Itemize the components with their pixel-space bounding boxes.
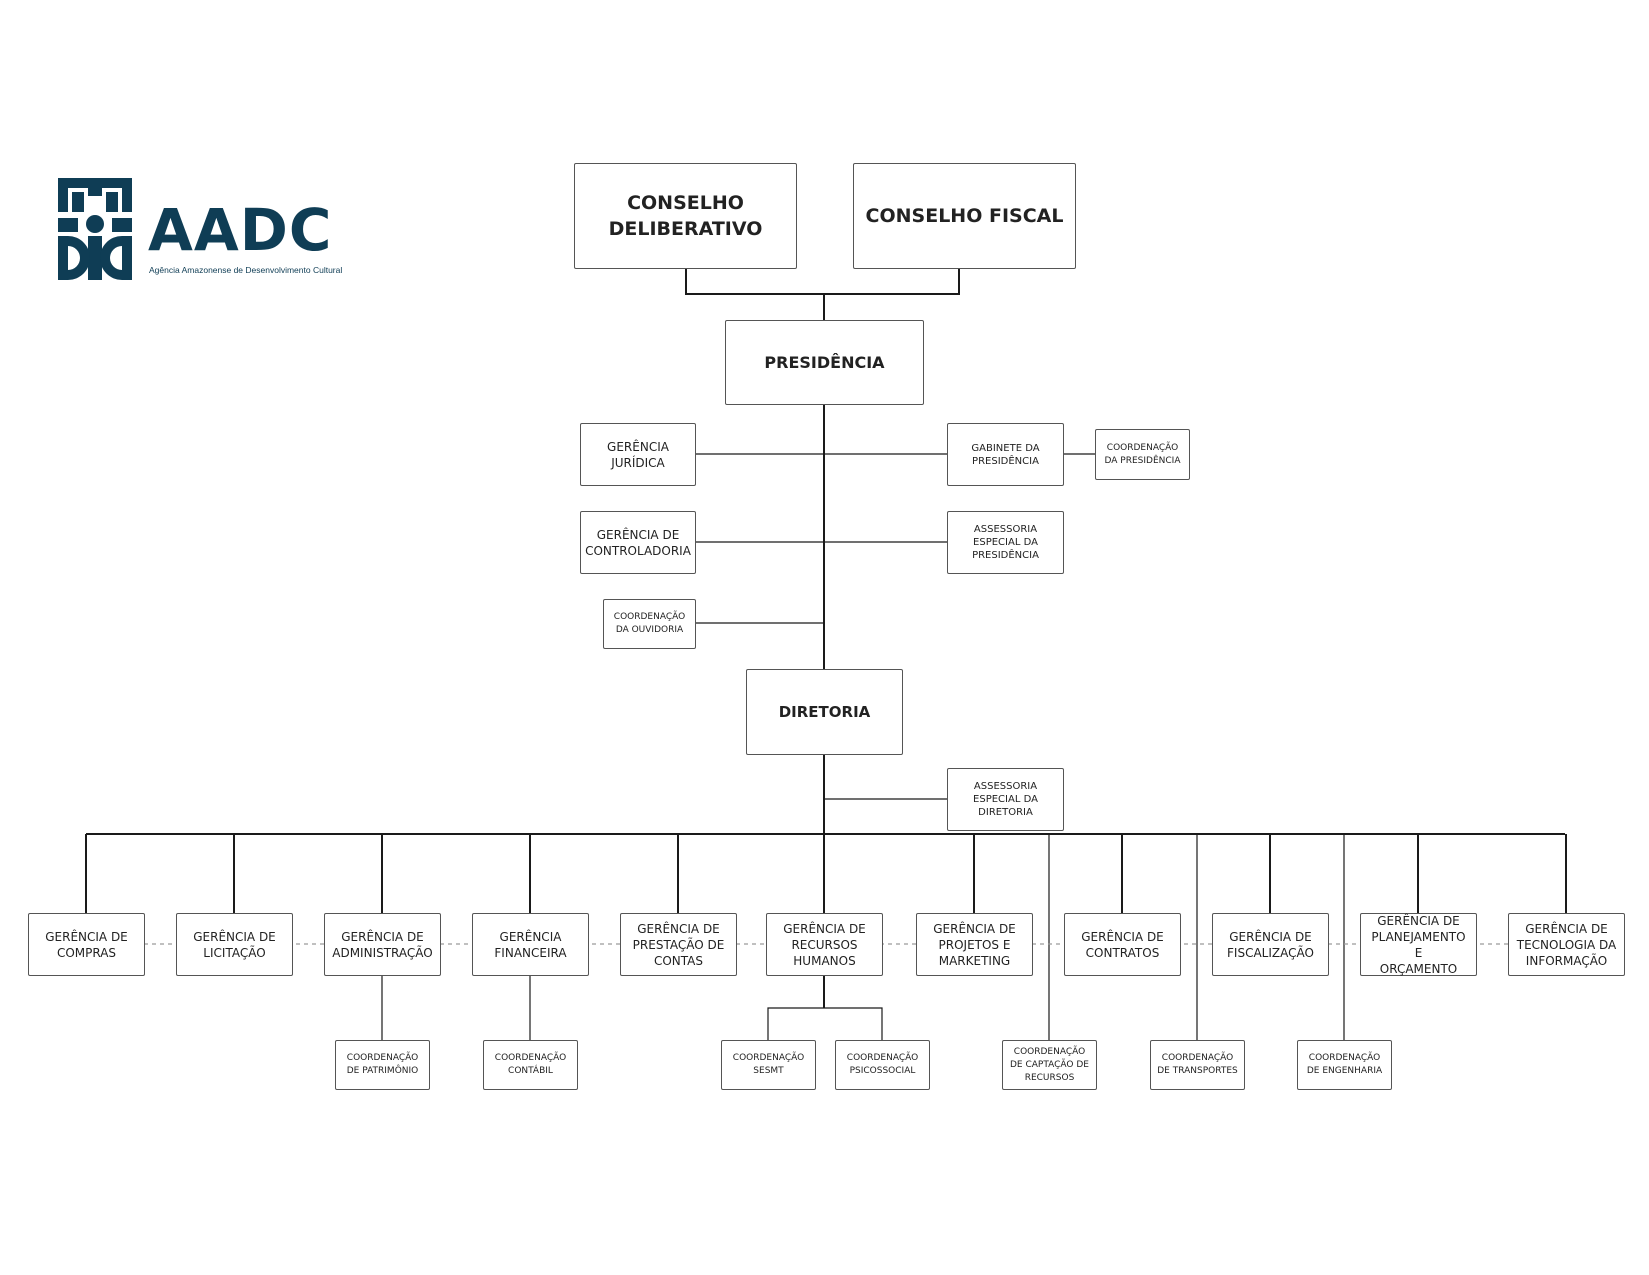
assessoria-presidencia-box: ASSESSORIA ESPECIAL DA PRESIDÊNCIA xyxy=(947,511,1064,574)
gerencia-controladoria-box: GERÊNCIA DE CONTROLADORIA xyxy=(580,511,696,574)
coordenacao-ouvidoria-label: COORDENAÇÃO DA OUVIDORIA xyxy=(613,612,686,635)
gabinete-presidencia-label: GABINETE DA PRESIDÊNCIA xyxy=(971,442,1040,467)
gerencia-controladoria-label: GERÊNCIA DE CONTROLADORIA xyxy=(585,527,691,558)
gerencia-contratos-label: GERÊNCIA DE CONTRATOS xyxy=(1081,929,1164,960)
assessoria-diretoria-box: ASSESSORIA ESPECIAL DA DIRETORIA xyxy=(947,768,1064,831)
gerencia-juridica-label: GERÊNCIA JURÍDICA xyxy=(607,439,669,470)
assessoria-presidencia-label: ASSESSORIA ESPECIAL DA PRESIDÊNCIA xyxy=(972,524,1039,561)
aadc-logo: AADC Agência Amazonense de Desenvolvimen… xyxy=(58,178,348,288)
gerencia-licitacao-box: GERÊNCIA DE LICITAÇÃO xyxy=(176,913,293,976)
gerencia-financeira-label: GERÊNCIA FINANCEIRA xyxy=(494,929,567,960)
gerencia-recursos-humanos-box: GERÊNCIA DE RECURSOS HUMANOS xyxy=(766,913,883,976)
gerencia-planejamento-orcamento-label: GERÊNCIA DE PLANEJAMENTO E ORÇAMENTO xyxy=(1371,913,1466,976)
coordenacao-patrimonio-box: COORDENAÇÃO DE PATRIMÔNIO xyxy=(335,1040,430,1090)
gerencia-juridica-box: GERÊNCIA JURÍDICA xyxy=(580,423,696,486)
logo-wordmark: AADC xyxy=(148,196,333,264)
gerencia-planejamento-orcamento-box: GERÊNCIA DE PLANEJAMENTO E ORÇAMENTO xyxy=(1360,913,1477,976)
conselho-deliberativo-box: CONSELHO DELIBERATIVO xyxy=(574,163,797,269)
coordenacao-contabil-label: COORDENAÇÃO CONTÁBIL xyxy=(494,1053,567,1076)
gerencia-administracao-label: GERÊNCIA DE ADMINISTRAÇÃO xyxy=(332,929,433,960)
coordenacao-psicossocial-label: COORDENAÇÃO PSICOSSOCIAL xyxy=(846,1053,919,1076)
coordenacao-engenharia-label: COORDENAÇÃO DE ENGENHARIA xyxy=(1306,1053,1383,1076)
gerencia-tecnologia-informacao-box: GERÊNCIA DE TECNOLOGIA DA INFORMAÇÃO xyxy=(1508,913,1625,976)
coordenacao-transportes-box: COORDENAÇÃO DE TRANSPORTES xyxy=(1150,1040,1245,1090)
coordenacao-patrimonio-label: COORDENAÇÃO DE PATRIMÔNIO xyxy=(346,1053,419,1076)
gerencia-fiscalizacao-box: GERÊNCIA DE FISCALIZAÇÃO xyxy=(1212,913,1329,976)
gerencia-projetos-marketing-label: GERÊNCIA DE PROJETOS E MARKETING xyxy=(933,921,1016,968)
conselho-fiscal-box: CONSELHO FISCAL xyxy=(853,163,1076,269)
conselho-deliberativo-label: CONSELHO DELIBERATIVO xyxy=(608,192,763,240)
diretoria-box: DIRETORIA xyxy=(746,669,903,755)
presidencia-box: PRESIDÊNCIA xyxy=(725,320,924,405)
presidencia-label: PRESIDÊNCIA xyxy=(764,353,885,372)
coordenacao-sesmt-box: COORDENAÇÃO SESMT xyxy=(721,1040,816,1090)
coordenacao-captacao-recursos-label: COORDENAÇÃO DE CAPTAÇÃO DE RECURSOS xyxy=(1010,1046,1089,1083)
coordenacao-presidencia-box: COORDENAÇÃO DA PRESIDÊNCIA xyxy=(1095,429,1190,480)
coordenacao-ouvidoria-box: COORDENAÇÃO DA OUVIDORIA xyxy=(603,599,696,649)
gerencia-contratos-box: GERÊNCIA DE CONTRATOS xyxy=(1064,913,1181,976)
gabinete-presidencia-box: GABINETE DA PRESIDÊNCIA xyxy=(947,423,1064,486)
coordenacao-captacao-recursos-box: COORDENAÇÃO DE CAPTAÇÃO DE RECURSOS xyxy=(1002,1040,1097,1090)
aadc-emblem-icon xyxy=(58,178,132,280)
coordenacao-sesmt-label: COORDENAÇÃO SESMT xyxy=(732,1053,805,1076)
gerencia-compras-box: GERÊNCIA DE COMPRAS xyxy=(28,913,145,976)
conselho-fiscal-label: CONSELHO FISCAL xyxy=(865,205,1064,227)
coordenacao-psicossocial-box: COORDENAÇÃO PSICOSSOCIAL xyxy=(835,1040,930,1090)
gerencia-administracao-box: GERÊNCIA DE ADMINISTRAÇÃO xyxy=(324,913,441,976)
gerencia-fiscalizacao-label: GERÊNCIA DE FISCALIZAÇÃO xyxy=(1227,929,1314,960)
gerencia-tecnologia-informacao-label: GERÊNCIA DE TECNOLOGIA DA INFORMAÇÃO xyxy=(1516,921,1617,968)
coordenacao-transportes-label: COORDENAÇÃO DE TRANSPORTES xyxy=(1157,1053,1238,1076)
gerencia-compras-label: GERÊNCIA DE COMPRAS xyxy=(45,929,128,960)
gerencia-financeira-box: GERÊNCIA FINANCEIRA xyxy=(472,913,589,976)
logo-tagline: Agência Amazonense de Desenvolvimento Cu… xyxy=(149,265,343,275)
gerencia-prestacao-contas-box: GERÊNCIA DE PRESTAÇÃO DE CONTAS xyxy=(620,913,737,976)
diretoria-label: DIRETORIA xyxy=(778,703,871,721)
coordenacao-engenharia-box: COORDENAÇÃO DE ENGENHARIA xyxy=(1297,1040,1392,1090)
gerencia-licitacao-label: GERÊNCIA DE LICITAÇÃO xyxy=(193,929,276,960)
gerencia-prestacao-contas-label: GERÊNCIA DE PRESTAÇÃO DE CONTAS xyxy=(632,921,725,968)
assessoria-diretoria-label: ASSESSORIA ESPECIAL DA DIRETORIA xyxy=(973,781,1038,818)
gerencia-recursos-humanos-label: GERÊNCIA DE RECURSOS HUMANOS xyxy=(783,921,866,968)
coordenacao-contabil-box: COORDENAÇÃO CONTÁBIL xyxy=(483,1040,578,1090)
gerencia-projetos-marketing-box: GERÊNCIA DE PROJETOS E MARKETING xyxy=(916,913,1033,976)
connector-boards xyxy=(685,269,960,295)
coordenacao-presidencia-label: COORDENAÇÃO DA PRESIDÊNCIA xyxy=(1104,442,1181,466)
